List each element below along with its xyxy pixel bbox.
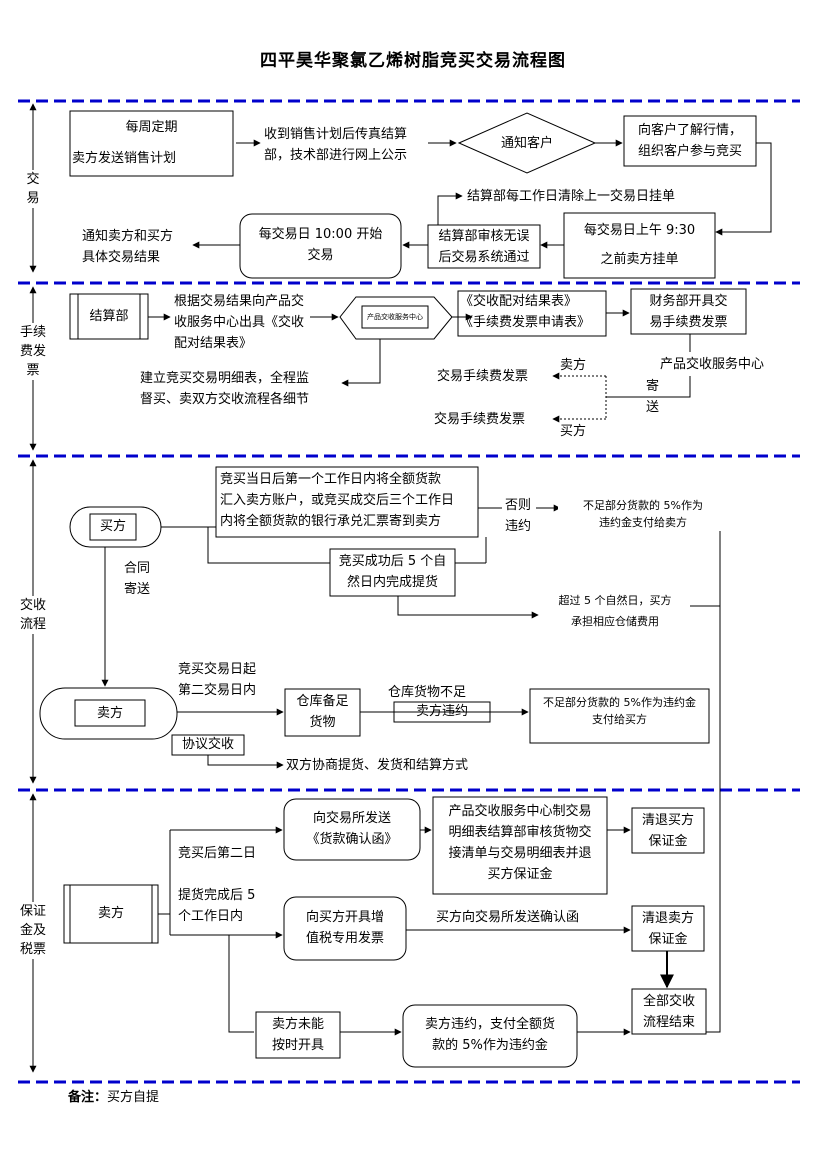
- settle-publish-text: 收到销售计划后传真结算 部，技术部进行网上公示: [264, 127, 408, 163]
- trade-start-label: 每交易日 10:00 开始 交易: [258, 227, 383, 263]
- refund-seller-label: 清退卖方 保证金: [641, 911, 694, 947]
- center-detail-label: 产品交收服务中心制交易 明细表结算部审核货物交 接清单与交易明细表并退 买方保证…: [448, 804, 592, 882]
- section-dividers: [18, 99, 800, 1084]
- else-violate-text: 否则 违约: [505, 498, 532, 534]
- fee-buyer-label: 买方: [560, 424, 587, 439]
- footnote: 备注：买方自提: [68, 1086, 159, 1105]
- payment-box: [215, 466, 479, 538]
- seller-label-mid: 卖方: [96, 706, 123, 721]
- notify-result-text: 通知卖方和买方 具体交易结果: [82, 229, 174, 265]
- trade-start-box: [239, 213, 402, 279]
- section-label-fee: 手续 费发 票: [13, 323, 53, 380]
- page-title: 四平昊华聚氯乙烯树脂竞买交易流程图: [260, 51, 566, 71]
- footnote-label: 备注：: [68, 1090, 108, 1105]
- late-label: 卖方未能 按时开具: [271, 1017, 324, 1053]
- morning-order-label: 每交易日上午 9:30 之前卖方挂单: [583, 223, 696, 267]
- seller-penalty-label: 卖方违约，支付全额货 款的 5%作为违约金: [424, 1017, 555, 1053]
- mail-text: 寄 送: [646, 379, 660, 415]
- client-info-box: [623, 115, 757, 167]
- agreement-label: 协议交收: [181, 737, 234, 752]
- after-pickup-text: 提货完成后 5 个工作日内: [178, 888, 256, 924]
- buyer-label-top: 买方: [99, 519, 126, 534]
- invoice-seller-text: 交易手续费发票: [437, 369, 529, 384]
- invoice-buyer-text: 交易手续费发票: [434, 412, 526, 427]
- refund-buyer-label: 清退买方 保证金: [641, 813, 694, 849]
- penalty-seller-text: 不足部分货款的 5%作为违约金 支付给买方: [543, 696, 696, 726]
- section-label-trade: 交 易: [13, 170, 53, 208]
- buyer-confirm-text: 买方向交易所发送确认函: [436, 910, 580, 925]
- all-done-box: [631, 988, 707, 1035]
- seller-label-bottom: 卖方: [97, 906, 124, 921]
- seller-violate-label: 卖方违约: [415, 704, 468, 719]
- seller-penalty-box: [402, 1004, 578, 1068]
- section-label-delivery: 交收 流程: [13, 596, 53, 634]
- after-second-day-text: 竞买后第二日: [178, 846, 257, 861]
- section-label-deposit: 保证 金及 税票: [13, 902, 53, 959]
- clear-orders-text: 结算部每工作日清除上一交易日挂单: [467, 189, 676, 204]
- issue-text: 根据交易结果向产品交 收服务中心出具《交收 配对结果表》: [174, 294, 305, 351]
- refund-buyer-box: [631, 807, 705, 854]
- second-day-text: 竞买交易日起 第二交易日内: [178, 662, 257, 698]
- audit-box: [427, 224, 541, 269]
- center-detail-box: [432, 796, 608, 895]
- contract-mail-text: 合同 寄送: [124, 561, 151, 597]
- vat-label: 向买方开具增 值税专用发票: [305, 910, 384, 946]
- finance-label: 财务部开具交 易手续费发票: [649, 294, 728, 330]
- penalty-seller-box: [529, 688, 710, 744]
- penalty-buyer-text: 不足部分货款的 5%作为 违约金支付给卖方: [558, 497, 728, 531]
- settle-dept-label: 结算部: [89, 309, 129, 324]
- negotiate-text: 双方协商提货、发货和结算方式: [286, 758, 469, 773]
- pickup-label: 竞买成功后 5 个自 然日内完成提货: [338, 554, 447, 590]
- send-confirm-label: 向交易所发送 《货款确认函》: [306, 811, 398, 847]
- forms-label: 《交收配对结果表》 《手续费发票申请表》: [460, 294, 591, 330]
- weekly-plan-label: 每周定期 卖方发送销售计划: [72, 120, 178, 166]
- detail-text: 建立竞买交易明细表，全程监 督买、卖双方交收流程各细节: [140, 371, 310, 407]
- fee-seller-label: 卖方: [560, 358, 587, 373]
- shortage-text: 仓库货物不足: [388, 685, 467, 700]
- pickup-box: [329, 548, 456, 597]
- finance-box: [630, 288, 747, 335]
- center-text: 产品交收服务中心: [660, 354, 765, 375]
- seller-terminal: [39, 687, 178, 740]
- client-info-label: 向客户了解行情， 组织客户参与竞买: [637, 123, 742, 159]
- center-octagon: [339, 296, 453, 340]
- footnote-text: 买方自提: [107, 1090, 160, 1105]
- all-done-label: 全部交收 流程结束: [642, 994, 695, 1030]
- late-box: [255, 1011, 341, 1059]
- vat-box: [283, 896, 407, 961]
- storage-fee-text: 超过 5 个自然日，买方 承担相应仓储费用: [540, 592, 690, 630]
- payment-text: 竞买当日后第一个工作日内将全额货款 汇入卖方账户，或竞买成交后三个工作日 内将全…: [220, 472, 455, 529]
- notify-client-label: 通知客户: [500, 136, 553, 151]
- warehouse-label: 仓库备足 货物: [296, 694, 349, 730]
- center-small-label: 产品交收服务中心: [367, 313, 423, 321]
- audit-label: 结算部审核无误 后交易系统通过: [438, 229, 530, 265]
- seller-violate-box: [393, 701, 491, 723]
- weekly-plan-box: [69, 110, 234, 177]
